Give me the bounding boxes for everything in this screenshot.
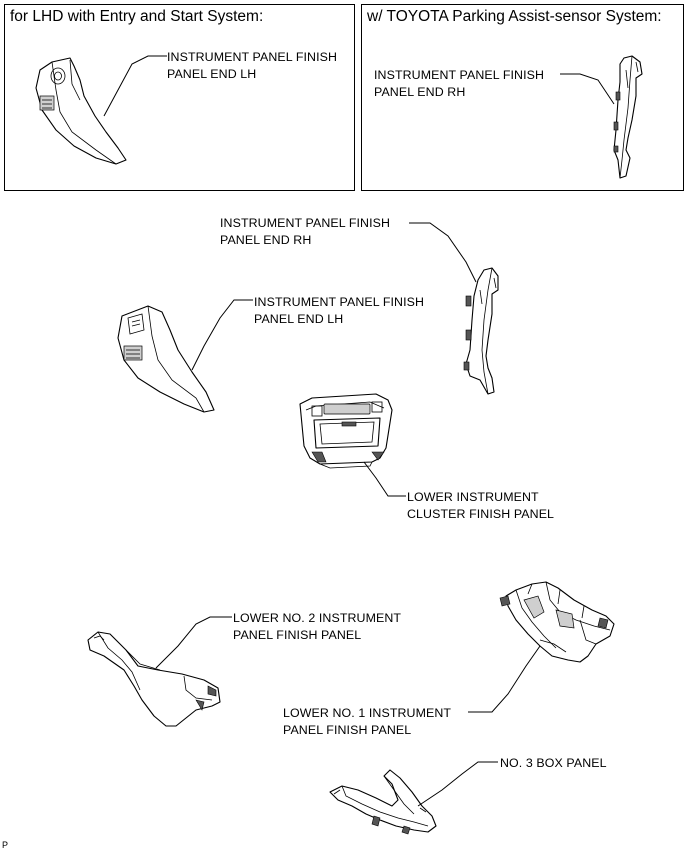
part-lower-no1-finish-panel <box>499 581 615 663</box>
leader-no3-box <box>417 761 498 807</box>
part-no3-box-panel <box>329 769 437 835</box>
part-panel-end-lh-box <box>35 57 127 165</box>
part-lower-cluster-finish-panel <box>299 393 393 469</box>
part-panel-end-lh <box>117 305 215 413</box>
leader-lower-no2 <box>155 616 232 669</box>
leader-lower-cluster <box>363 461 406 497</box>
variant-title-parking-assist: w/ TOYOTA Parking Assist-sensor System: <box>367 8 662 25</box>
leader-end-rh <box>409 222 477 283</box>
variant-title-lhd: for LHD with Entry and Start System: <box>10 8 264 25</box>
leader-box-end-rh <box>560 73 615 105</box>
leader-end-lh <box>191 299 253 371</box>
leader-lower-no1 <box>468 645 541 713</box>
part-panel-end-rh-box <box>613 55 643 179</box>
label-no3-box: NO. 3 BOX PANEL <box>500 756 607 770</box>
part-panel-end-rh <box>463 267 499 395</box>
part-lower-no2-finish-panel <box>87 631 221 727</box>
figure-code: P <box>2 840 9 850</box>
leader-box-end-lh <box>103 55 167 117</box>
